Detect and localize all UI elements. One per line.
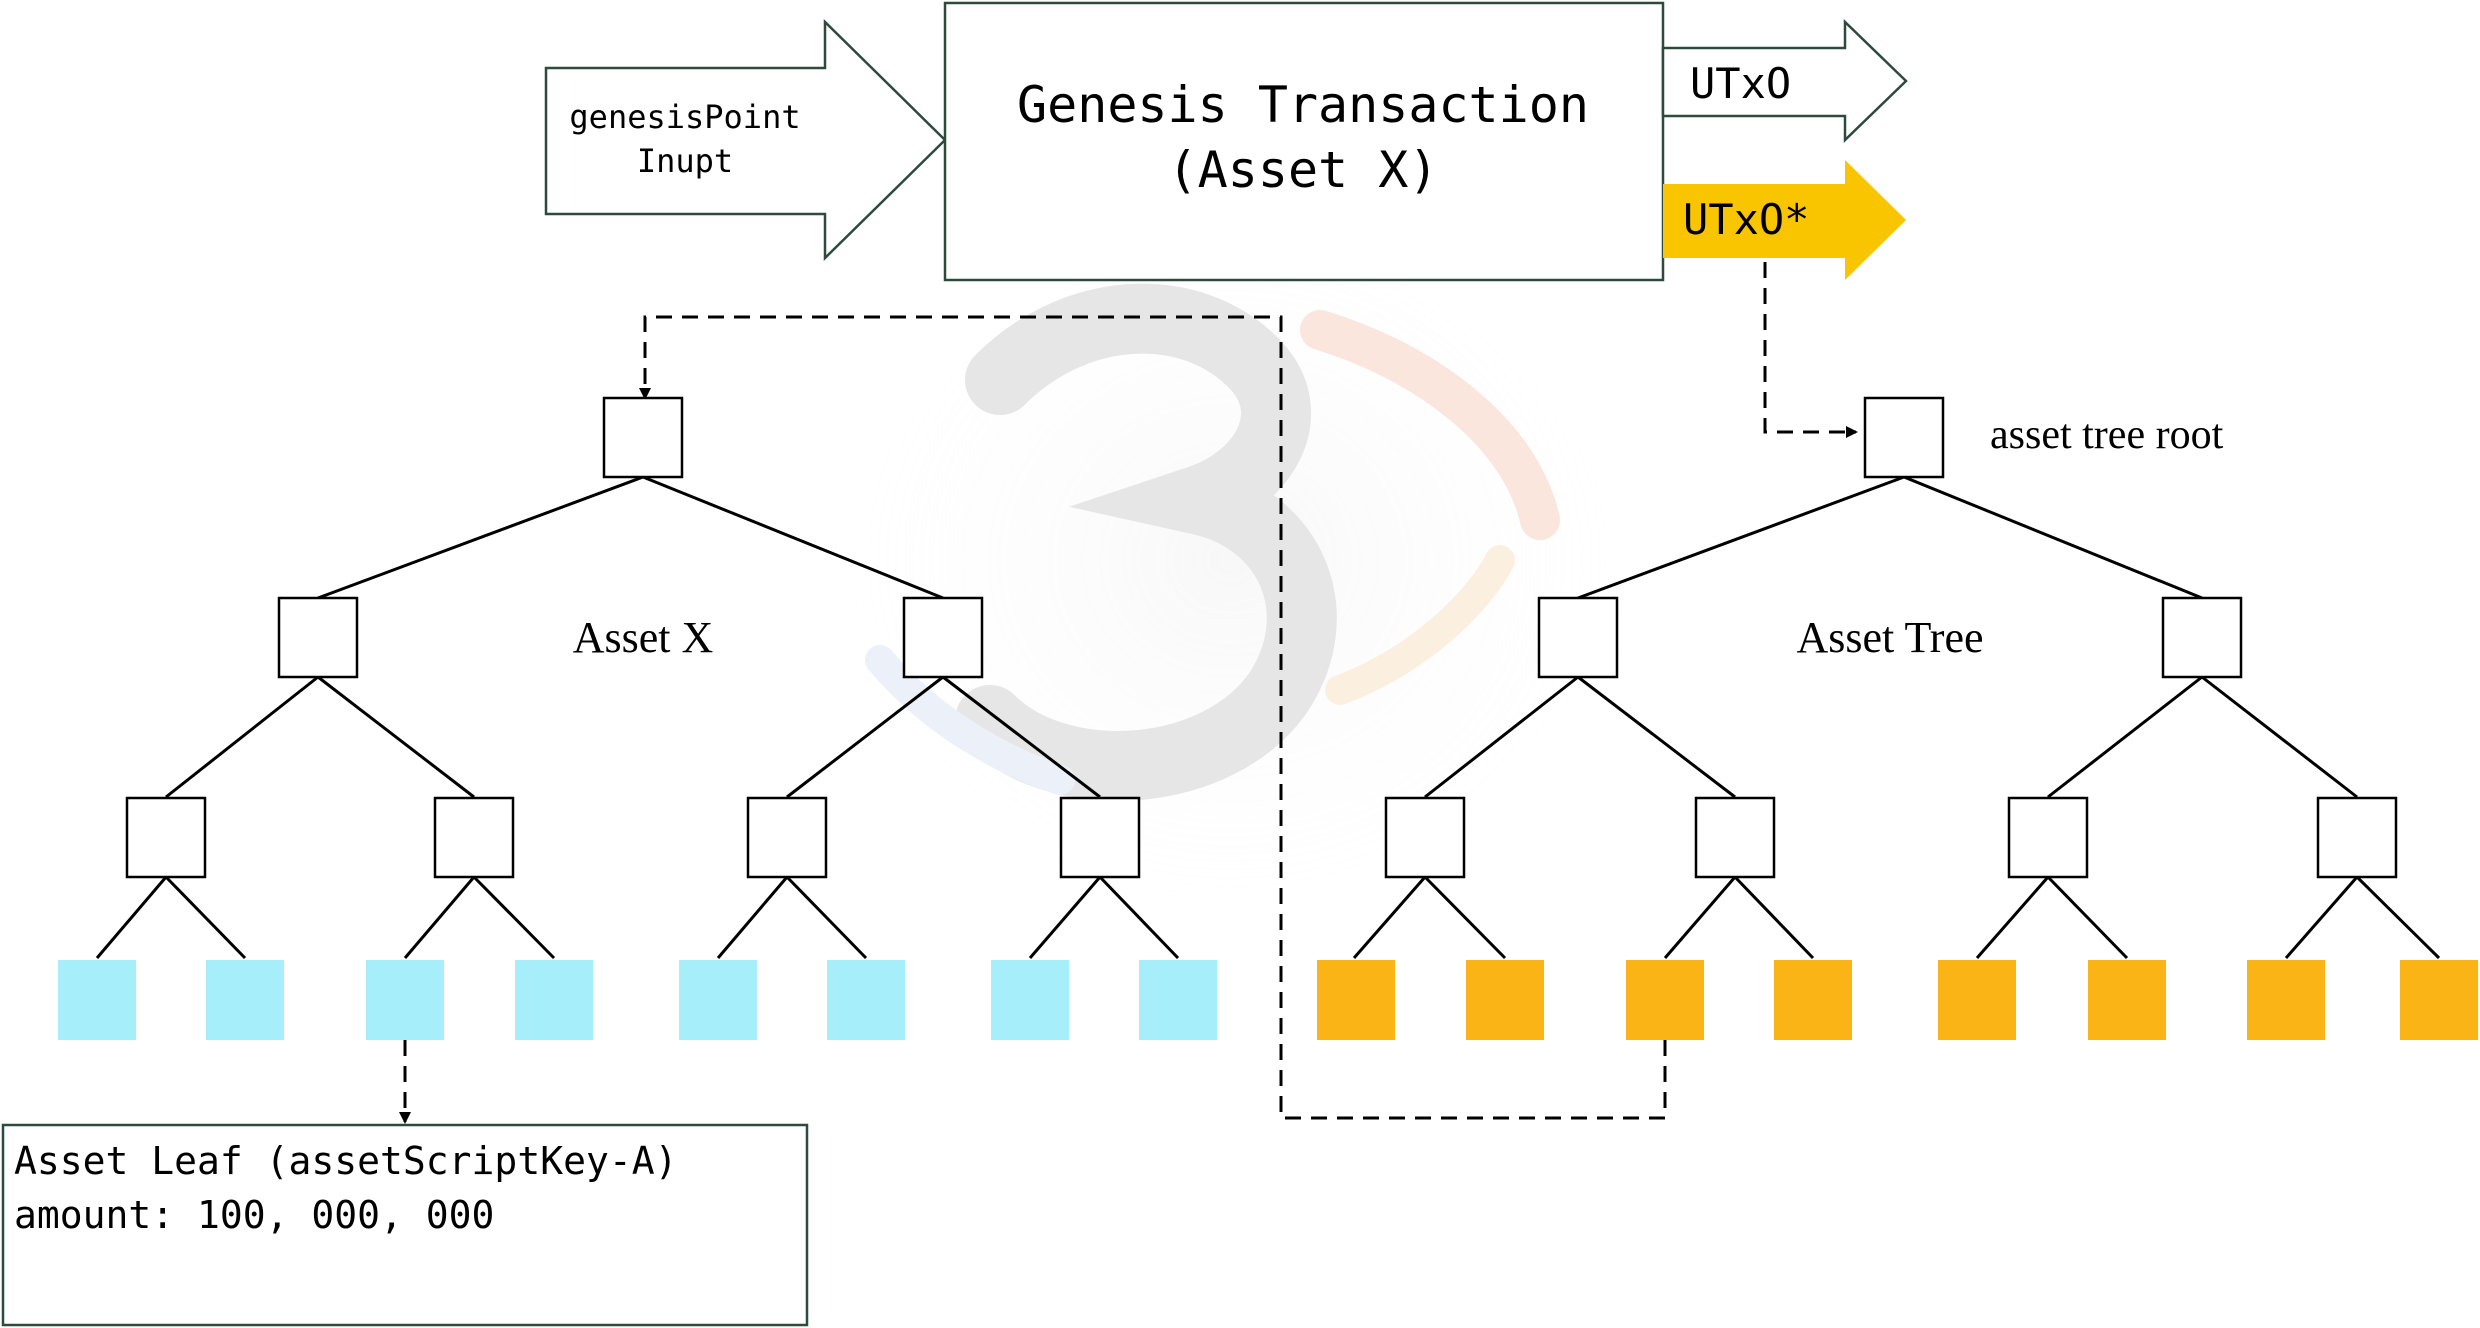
tree-leaf	[1626, 960, 1704, 1040]
watermark-logo	[810, 180, 1650, 940]
asset-tree-root-label: asset tree root	[1990, 412, 2224, 458]
tree-leaf	[679, 960, 757, 1040]
genesis-point-label: genesisPoint	[569, 98, 800, 136]
tree-leaf	[58, 960, 136, 1040]
utxo-star-label: UTxO*	[1683, 195, 1809, 244]
utxo-star-output-arrow: UTxO*	[1663, 160, 1906, 280]
tree-node	[902, 596, 984, 679]
utxo-label: UTxO	[1690, 59, 1791, 108]
tree-node	[277, 596, 359, 679]
tree-node	[746, 796, 828, 879]
tree-leaves	[58, 960, 1217, 1040]
utxo-star-to-root-connector	[1763, 262, 1858, 438]
genesis-transaction-subtitle: (Asset X)	[1168, 141, 1439, 199]
utxo-output-arrow: UTxO	[1661, 19, 1908, 143]
asset-leaf-title: Asset Leaf (assetScriptKey-A)	[14, 1139, 677, 1183]
asset-tree-label: Asset Tree	[1796, 613, 1983, 662]
tree-leaf	[827, 960, 905, 1040]
tree-leaf	[206, 960, 284, 1040]
asset-tree: Asset Tree asset tree root	[1317, 396, 2478, 1040]
asset-leaf-detail-box: Asset Leaf (assetScriptKey-A) amount: 10…	[1, 1123, 809, 1327]
tree-node	[1694, 796, 1776, 879]
tree-leaves	[1317, 960, 2478, 1040]
tree-edges	[1352, 475, 2441, 960]
asset-x-tree: Asset X	[58, 396, 1217, 1040]
tree-leaf	[1466, 960, 1544, 1040]
genesis-point-label-2: Inupt	[637, 142, 733, 180]
tree-node	[2316, 796, 2398, 879]
genesis-transaction-title: Genesis Transaction	[1017, 76, 1589, 134]
tree-edges	[95, 475, 1180, 960]
tree-leaf	[1139, 960, 1217, 1040]
tree-internal-nodes	[125, 396, 1141, 879]
tree-leaf	[2088, 960, 2166, 1040]
tree-internal-nodes	[1384, 396, 2398, 879]
tree-node	[1059, 796, 1141, 879]
leaf-to-asset-x-root-connector	[639, 315, 1667, 1120]
tree-node	[433, 796, 515, 879]
asset-leaf-amount: amount: 100, 000, 000	[14, 1193, 494, 1237]
tree-node	[2161, 596, 2243, 679]
tree-node	[2007, 796, 2089, 879]
genesis-transaction-box: Genesis Transaction (Asset X)	[943, 1, 1665, 282]
tree-leaf	[1774, 960, 1852, 1040]
tree-node	[1537, 596, 1619, 679]
tree-leaf	[2400, 960, 2478, 1040]
tree-node	[1384, 796, 1466, 879]
tree-node	[125, 796, 207, 879]
tree-leaf	[366, 960, 444, 1040]
tree-leaf	[515, 960, 593, 1040]
tree-node	[602, 396, 684, 479]
tree-leaf	[1938, 960, 2016, 1040]
utxo-star-arrow-shape	[1663, 160, 1906, 280]
genesis-point-input-arrow: genesisPoint Inupt	[544, 19, 947, 261]
tree-leaf	[2247, 960, 2325, 1040]
tree-leaf	[991, 960, 1069, 1040]
tree-leaf	[1317, 960, 1395, 1040]
asset-x-label: Asset X	[573, 613, 714, 662]
asset-tree-root-node	[1863, 396, 1945, 479]
